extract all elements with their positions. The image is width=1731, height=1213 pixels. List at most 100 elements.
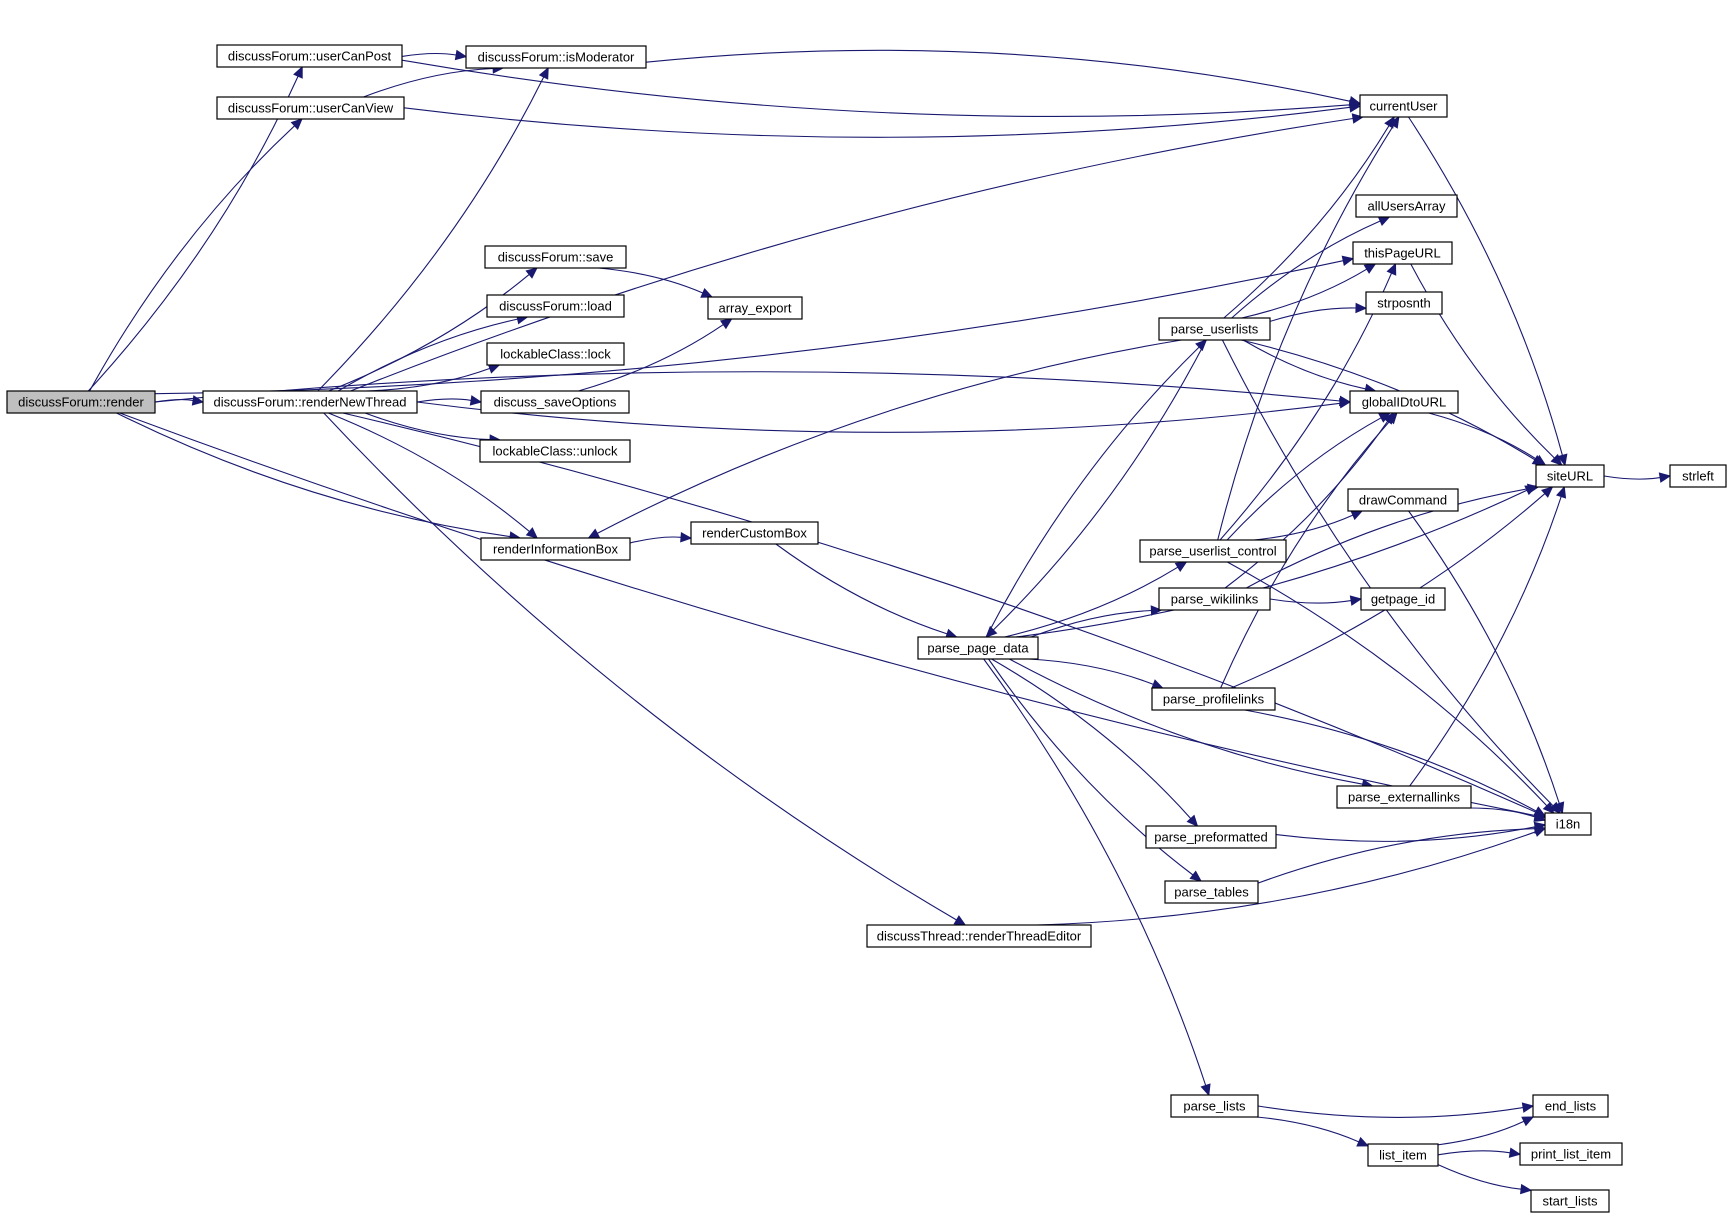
node-start_lists[interactable]: start_lists: [1530, 1189, 1610, 1213]
edge-isModerator-to-currentUser: [645, 49, 1362, 107]
node-renderCustomBox[interactable]: renderCustomBox: [690, 521, 819, 545]
edge-line: [363, 67, 494, 98]
edge-line: [1437, 1150, 1511, 1156]
node-allUsersArray[interactable]: allUsersArray: [1355, 194, 1458, 218]
edge-line: [992, 339, 1207, 631]
arrowhead-icon: [1541, 486, 1554, 498]
arrowhead-icon: [290, 118, 303, 131]
node-parse_lists[interactable]: parse_lists: [1170, 1094, 1259, 1118]
edge-renderInformationBox-to-renderCustomBox: [629, 531, 693, 544]
node-label: drawCommand: [1359, 493, 1447, 508]
call-graph-edges: [87, 49, 1672, 1195]
edge-line: [983, 658, 1207, 1086]
node-i18n[interactable]: i18n: [1544, 812, 1592, 836]
arrowhead-icon: [1356, 1136, 1370, 1147]
edge-line: [1030, 609, 1152, 638]
edge-line: [988, 658, 1194, 876]
node-getpage_id[interactable]: getpage_id: [1360, 587, 1446, 611]
edge-renderNewThread-to-renderThreadEditor: [323, 412, 967, 926]
node-userCanPost[interactable]: discussForum::userCanPost: [216, 44, 403, 68]
node-thisPageURL[interactable]: thisPageURL: [1352, 241, 1453, 265]
node-strposnth[interactable]: strposnth: [1365, 291, 1443, 315]
arrowhead-icon: [1557, 453, 1568, 467]
node-unlock[interactable]: lockableClass::unlock: [479, 439, 631, 463]
node-siteURL[interactable]: siteURL: [1535, 464, 1605, 488]
edge-line: [1269, 307, 1357, 322]
node-end_lists[interactable]: end_lists: [1532, 1094, 1609, 1118]
node-globalIDtoURL[interactable]: globalIDtoURL: [1349, 390, 1459, 414]
node-box: [917, 636, 1039, 660]
arrowhead-icon: [1550, 453, 1563, 466]
arrowhead-icon: [1554, 801, 1565, 815]
edge-parse_userlist_control-to-drawCommand: [1253, 510, 1364, 541]
node-save[interactable]: discussForum::save: [484, 245, 627, 269]
node-parse_externallinks[interactable]: parse_externallinks: [1336, 785, 1472, 809]
arrowhead-icon: [1388, 115, 1400, 129]
node-label: parse_externallinks: [1348, 790, 1461, 805]
arrowhead-icon: [1377, 216, 1391, 227]
node-saveOptions[interactable]: discuss_saveOptions: [480, 390, 630, 414]
arrowhead-icon: [985, 625, 998, 638]
node-print_list_item[interactable]: print_list_item: [1519, 1142, 1623, 1166]
node-label: parse_tables: [1174, 885, 1249, 900]
edge-parse_lists-to-list_item: [1256, 1116, 1370, 1147]
node-parse_page_data[interactable]: parse_page_data: [917, 636, 1039, 660]
node-renderThreadEditor[interactable]: discussThread::renderThreadEditor: [866, 924, 1092, 948]
edge-siteURL-to-strleft: [1603, 472, 1672, 483]
edge-line: [1437, 1164, 1522, 1190]
edge-line: [401, 59, 1351, 118]
node-box: [480, 537, 631, 561]
node-label: parse_userlists: [1171, 322, 1259, 337]
node-list_item[interactable]: list_item: [1367, 1143, 1439, 1167]
node-parse_userlists[interactable]: parse_userlists: [1158, 317, 1271, 341]
arrowhead-icon: [525, 267, 538, 279]
node-userCanView[interactable]: discussForum::userCanView: [216, 96, 405, 120]
node-array_export[interactable]: array_export: [707, 296, 803, 320]
arrowhead-icon: [1542, 801, 1555, 814]
edge-parse_externallinks-to-i18n: [1470, 807, 1547, 822]
edge-userCanPost-to-isModerator: [401, 49, 468, 61]
edge-parse_wikilinks-to-getpage_id: [1269, 595, 1363, 606]
arrowhead-icon: [1349, 595, 1363, 606]
edge-line: [1217, 125, 1394, 541]
node-label: print_list_item: [1531, 1147, 1611, 1162]
node-parse_profilelinks[interactable]: parse_profilelinks: [1151, 687, 1276, 711]
node-box: [1151, 687, 1276, 711]
edge-render-to-userCanPost: [87, 65, 303, 392]
node-box: [707, 296, 803, 320]
node-box: [465, 45, 647, 69]
arrowhead-icon: [1521, 1102, 1535, 1113]
node-currentUser[interactable]: currentUser: [1359, 94, 1448, 118]
node-render[interactable]: discussForum::render: [6, 390, 156, 414]
edge-line: [1257, 828, 1536, 884]
node-renderInformationBox[interactable]: renderInformationBox: [480, 537, 631, 561]
node-box: [1367, 1143, 1439, 1167]
node-box: [1158, 587, 1271, 611]
node-parse_tables[interactable]: parse_tables: [1164, 880, 1259, 904]
node-lock[interactable]: lockableClass::lock: [486, 342, 625, 366]
edge-renderNewThread-to-save: [328, 267, 538, 392]
node-box: [1359, 94, 1448, 118]
edge-saveOptions-to-array_export: [578, 318, 733, 392]
node-box: [1336, 785, 1472, 809]
node-box: [1535, 464, 1605, 488]
edge-parse_page_data-to-parse_profilelinks: [1028, 658, 1164, 690]
edge-line: [416, 398, 472, 403]
node-isModerator[interactable]: discussForum::isModerator: [465, 45, 647, 69]
edge-userCanPost-to-currentUser: [401, 59, 1362, 118]
node-load[interactable]: discussForum::load: [486, 294, 625, 318]
node-box: [1170, 1094, 1259, 1118]
node-parse_preformatted[interactable]: parse_preformatted: [1145, 825, 1277, 849]
edge-userCanView-to-isModerator: [363, 63, 505, 98]
node-parse_userlist_control[interactable]: parse_userlist_control: [1139, 539, 1287, 563]
node-parse_wikilinks[interactable]: parse_wikilinks: [1158, 587, 1271, 611]
edge-parse_lists-to-end_lists: [1257, 1102, 1535, 1118]
arrowhead-icon: [293, 65, 303, 79]
node-label: discussForum::render: [18, 395, 144, 410]
edge-line: [337, 318, 518, 392]
edge-line: [775, 543, 948, 635]
node-drawCommand[interactable]: drawCommand: [1347, 488, 1459, 512]
node-strleft[interactable]: strleft: [1669, 464, 1727, 488]
edge-line: [1269, 598, 1352, 604]
node-renderNewThread[interactable]: discussForum::renderNewThread: [202, 390, 418, 414]
